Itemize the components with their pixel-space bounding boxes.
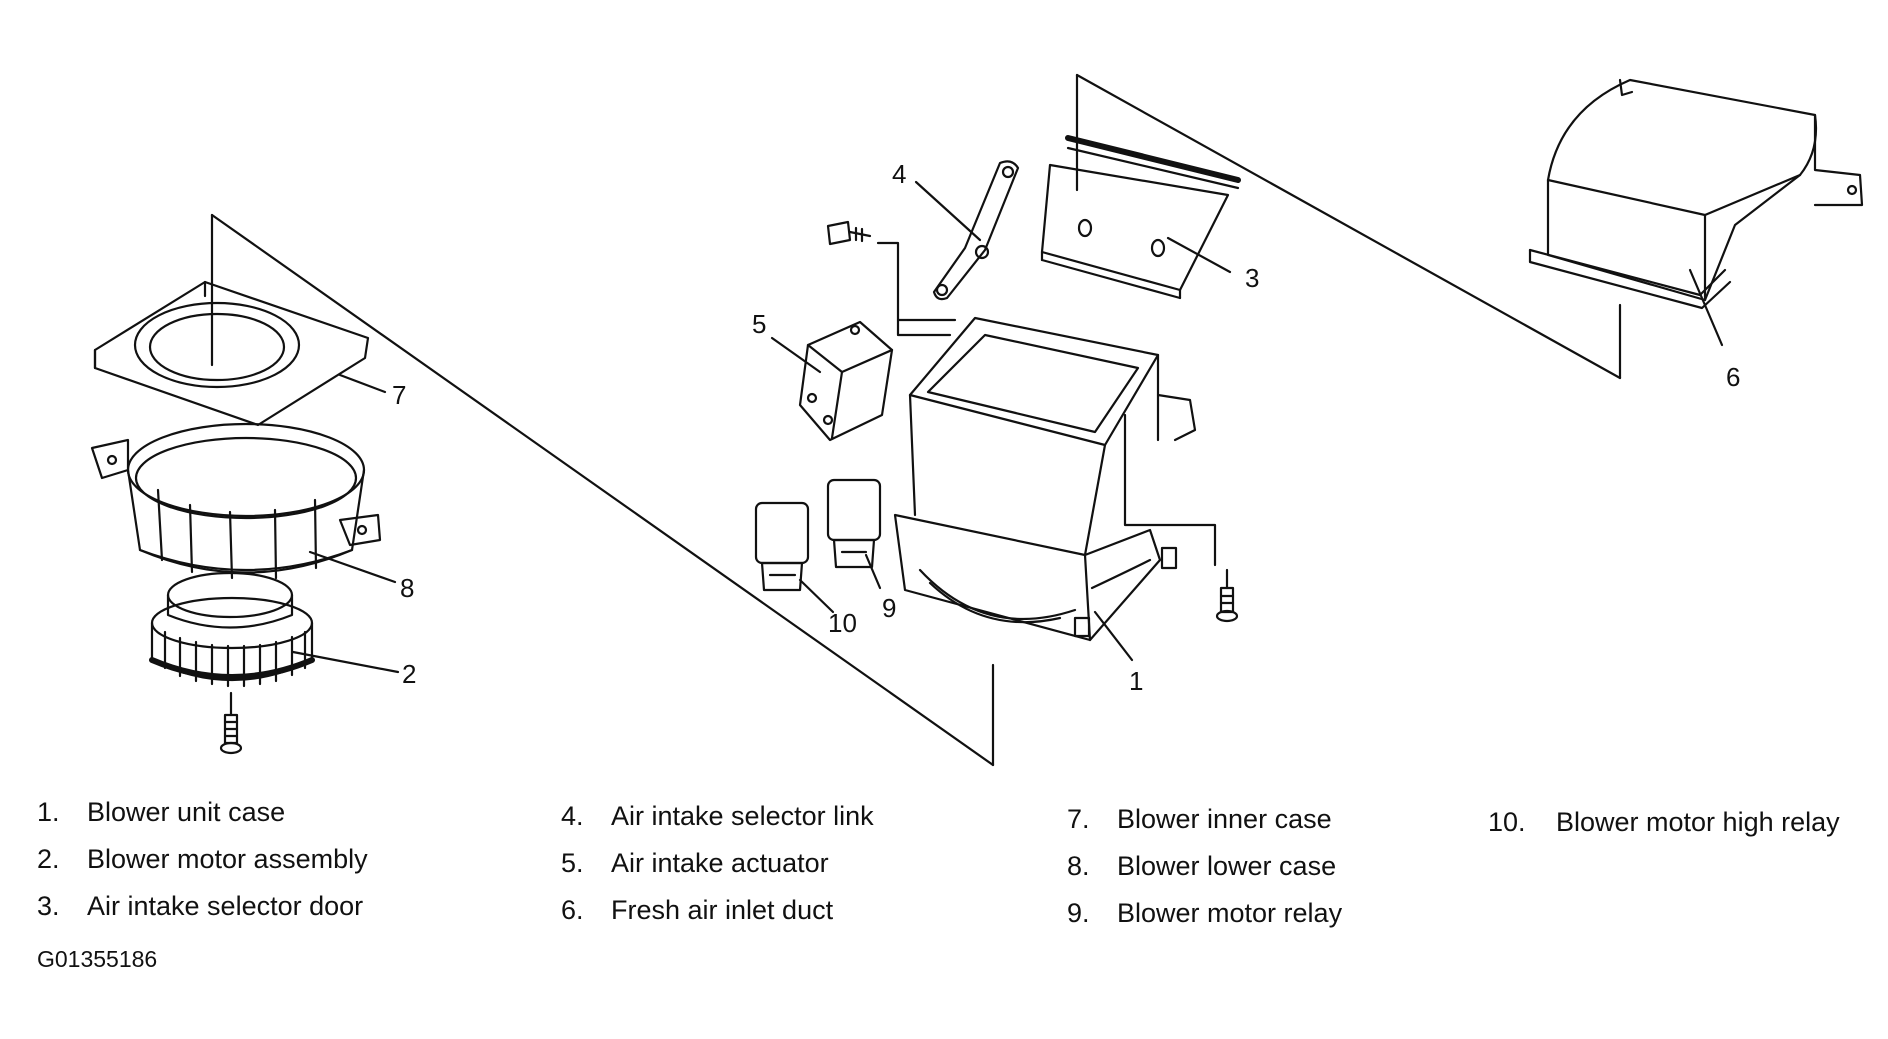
legend-number: 1. xyxy=(37,797,60,827)
legend-number: 2. xyxy=(37,844,60,874)
legend-label: Air intake selector link xyxy=(611,801,874,831)
air-intake-actuator xyxy=(798,320,894,442)
legend-label: Fresh air inlet duct xyxy=(611,895,834,925)
legend-item: 10. Blower motor high relay xyxy=(1488,799,1840,846)
callout-7: 7 xyxy=(392,380,406,410)
figure-id: G01355186 xyxy=(37,946,158,972)
callout-leaders xyxy=(291,180,1724,674)
callout-3: 3 xyxy=(1245,263,1259,293)
legend-column-4: 10. Blower motor high relay xyxy=(1488,799,1840,846)
legend-label: Blower motor assembly xyxy=(87,844,368,874)
air-intake-selector-link xyxy=(932,160,1020,301)
callout-2: 2 xyxy=(402,659,416,689)
legend-number: 8. xyxy=(1067,851,1090,881)
callout-1: 1 xyxy=(1129,666,1143,696)
legend-item: 5. Air intake actuator xyxy=(561,840,874,887)
motor-screw xyxy=(219,691,243,755)
callout-labels: 1 2 3 4 5 6 7 8 9 10 xyxy=(392,159,1740,696)
blower-motor-assembly xyxy=(149,571,315,688)
legend-label: Air intake actuator xyxy=(611,848,829,878)
legend-label: Blower unit case xyxy=(87,797,286,827)
callout-10: 10 xyxy=(828,608,857,638)
legend-label: Blower motor relay xyxy=(1117,898,1343,928)
legend-item: 1. Blower unit case xyxy=(37,789,368,836)
legend-label: Blower lower case xyxy=(1117,851,1337,881)
callout-8: 8 xyxy=(400,573,414,603)
legend-column-2: 4. Air intake selector link 5. Air intake … xyxy=(561,793,874,934)
callout-4: 4 xyxy=(892,159,906,189)
legend-number: 10. xyxy=(1488,807,1526,837)
legend-column-1: 1. Blower unit case 2. Blower motor assemb… xyxy=(37,789,368,930)
legend-item: 6. Fresh air inlet duct xyxy=(561,887,874,934)
blower-motor-relay xyxy=(826,478,882,569)
legend-number: 6. xyxy=(561,895,584,925)
case-screw xyxy=(1215,568,1239,623)
blower-unit-case xyxy=(893,316,1197,642)
assembly-guide-lines xyxy=(210,73,1622,767)
callout-9: 9 xyxy=(882,593,896,623)
legend-label: Air intake selector door xyxy=(87,891,364,921)
legend-item: 9. Blower motor relay xyxy=(1067,890,1342,937)
legend-number: 4. xyxy=(561,801,584,831)
legend-number: 9. xyxy=(1067,898,1090,928)
callout-6: 6 xyxy=(1726,362,1740,392)
legend-item: 4. Air intake selector link xyxy=(561,793,874,840)
air-intake-selector-door xyxy=(1040,135,1241,300)
legend-number: 7. xyxy=(1067,804,1090,834)
legend-item: 2. Blower motor assembly xyxy=(37,836,368,883)
legend-label: Blower motor high relay xyxy=(1556,807,1840,837)
legend-item: 3. Air intake selector door xyxy=(37,883,368,930)
legend-item: 7. Blower inner case xyxy=(1067,796,1342,843)
legend-label: Blower inner case xyxy=(1117,804,1332,834)
blower-inner-case xyxy=(93,280,370,427)
legend-column-3: 7.Blower inner case 8.Blower lower case … xyxy=(1067,796,1342,937)
fresh-air-inlet-duct xyxy=(1528,78,1864,310)
legend-item: 8. Blower lower case xyxy=(1067,843,1342,890)
link-screw xyxy=(826,220,872,246)
legend-number: 3. xyxy=(37,891,60,921)
blower-motor-high-relay xyxy=(754,501,810,592)
legend-number: 5. xyxy=(561,848,584,878)
callout-5: 5 xyxy=(752,309,766,339)
blower-lower-case xyxy=(90,422,382,580)
